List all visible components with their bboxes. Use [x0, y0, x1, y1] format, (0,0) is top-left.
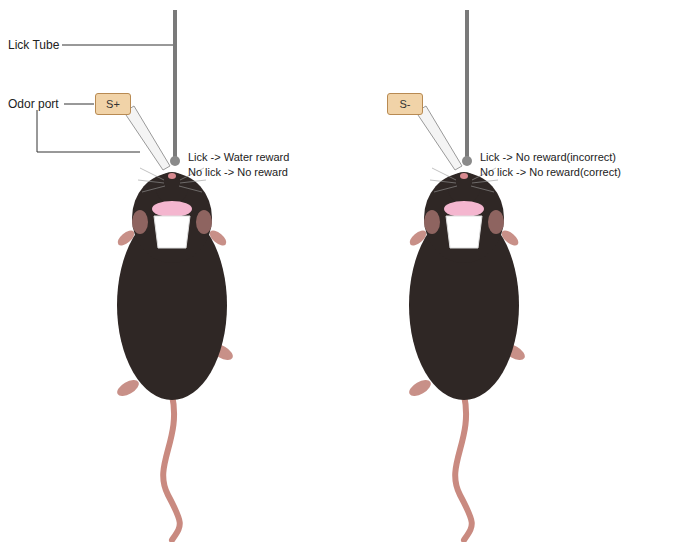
odor-label: S+ — [106, 98, 120, 110]
part-label: Lick Tube — [8, 38, 59, 52]
odor-label: S- — [400, 98, 411, 110]
outcome-note: Lick -> No reward(incorrect) — [480, 150, 616, 164]
outcome-note: No lick -> No reward — [188, 165, 288, 179]
odor-port-box: S+ — [95, 93, 131, 115]
outcome-note: Lick -> Water reward — [188, 150, 289, 164]
part-label: Odor port — [8, 97, 59, 111]
outcome-note: No lick -> No reward(correct) — [480, 165, 621, 179]
odor-port-box: S- — [387, 93, 423, 115]
